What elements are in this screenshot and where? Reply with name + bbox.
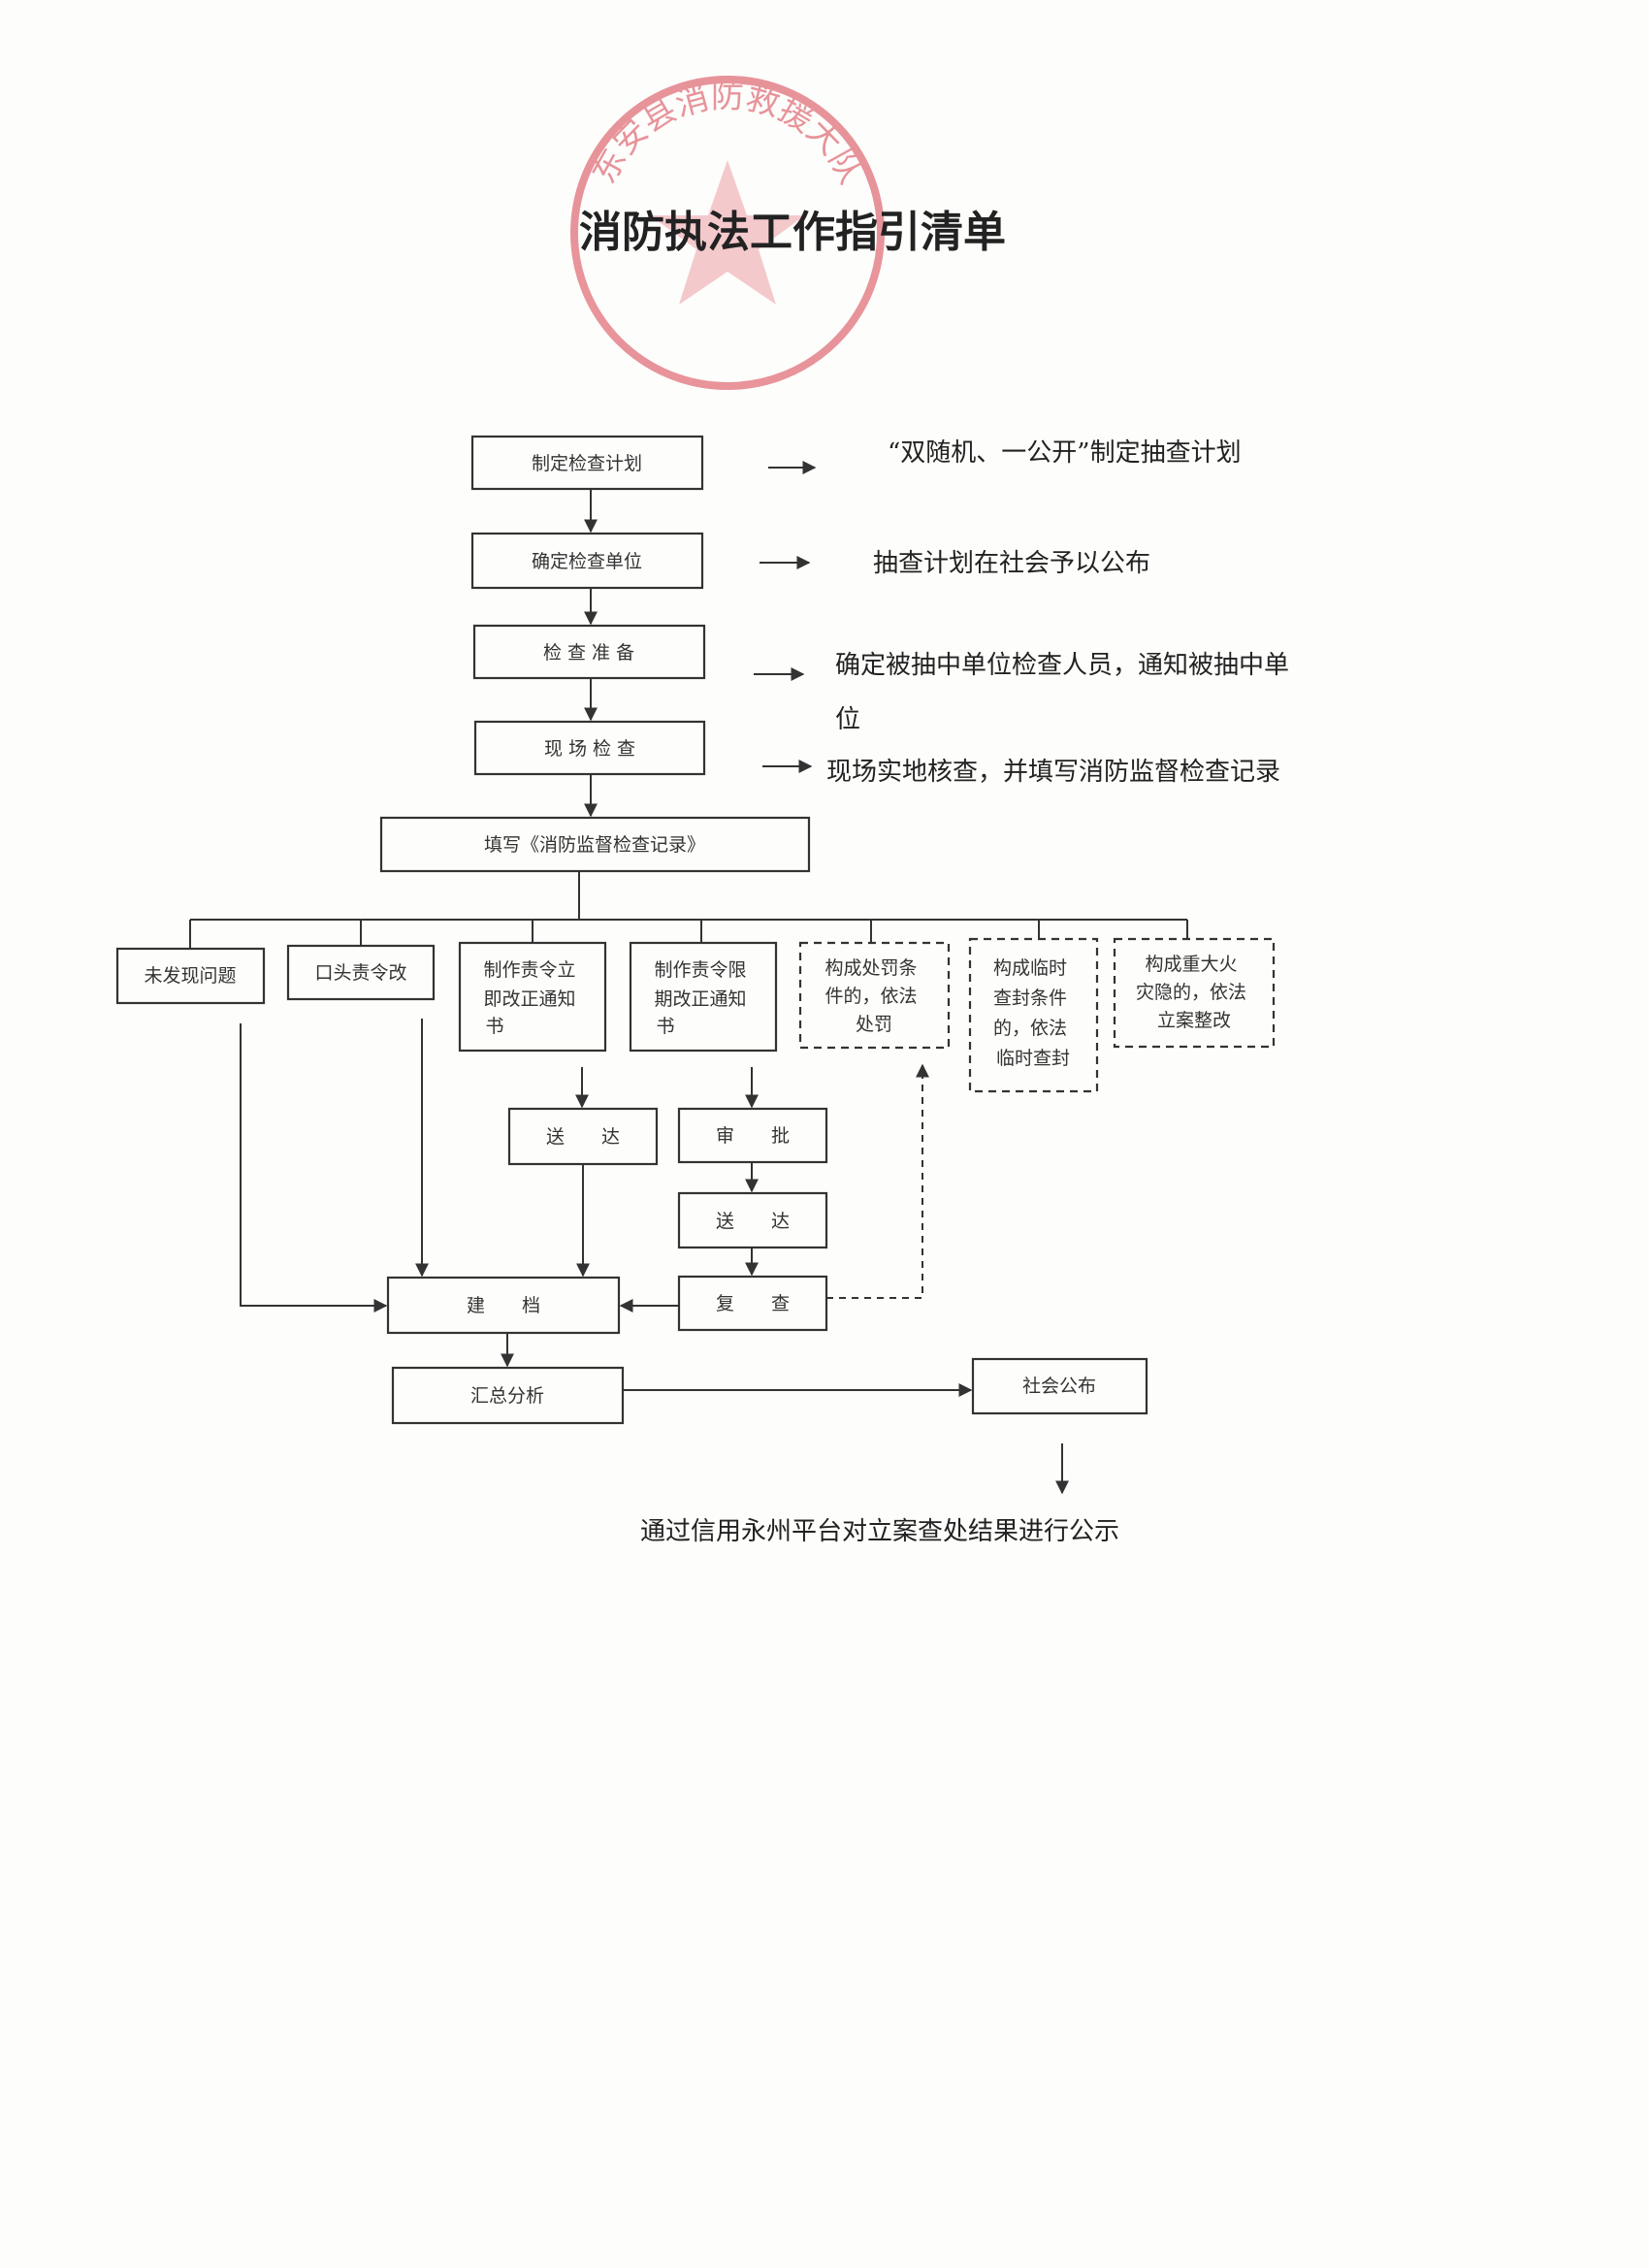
branch-major-box: [1113, 937, 1276, 1049]
flow-archive: 建 档: [467, 1295, 540, 1316]
branch-immediate: 制作责令立 即改正通知 书: [483, 959, 581, 1037]
step-record-box: [379, 816, 811, 873]
archive-box: [386, 1276, 621, 1335]
branch-oral-box: [286, 944, 436, 1001]
flow-recheck: 复 查: [716, 1293, 790, 1314]
step-unit-box: [470, 532, 704, 590]
branch-seal: 构成临时 查封条件 的，依法 临时查封: [993, 957, 1073, 1069]
step-record: 填写《消防监督检查记录》: [484, 834, 705, 856]
step-plan: 制定检查计划: [532, 453, 642, 474]
note-plan: “双随机、一公开”制定抽查计划: [888, 438, 1242, 468]
step-plan-box: [470, 435, 704, 491]
note-prepare-line1: 确定被抽中单位检查人员，通知被抽中单: [835, 651, 1289, 680]
step-onsite: 现 场 检 查: [544, 738, 635, 760]
branch-immediate-box: [458, 941, 607, 1053]
publish-box: [971, 1357, 1148, 1415]
flow-connectors: [240, 1019, 1069, 1495]
main-connectors: [189, 489, 1188, 949]
step-unit: 确定检查单位: [532, 551, 642, 572]
branch-none: 未发现问题: [144, 965, 236, 987]
flow-deliver2: 送 达: [716, 1211, 790, 1232]
flow-publish: 社会公布: [1022, 1376, 1096, 1397]
note-unit: 抽查计划在社会予以公布: [873, 549, 1150, 578]
summary-box: [391, 1366, 625, 1425]
step-prepare-box: [472, 624, 706, 680]
branch-none-box: [115, 947, 266, 1005]
branch-penalty: 构成处罚条 件的，依法 处罚: [824, 957, 922, 1035]
flow-summary: 汇总分析: [470, 1385, 544, 1407]
footer-note: 通过信用永州平台对立案查处结果进行公示: [640, 1517, 1119, 1546]
note-prepare-line2: 位: [835, 705, 860, 734]
flow-deliver1: 送 达: [546, 1126, 620, 1148]
branch-deadline-box: [629, 941, 778, 1053]
notes: “双随机、一公开”制定抽查计划 抽查计划在社会予以公布 确定被抽中单位检查人员，…: [754, 438, 1289, 787]
branch-major: 构成重大火 灾隐的，依法 立案整改: [1136, 954, 1252, 1031]
branch-deadline: 制作责令限 期改正通知 书: [654, 959, 752, 1037]
recheck-box: [677, 1275, 828, 1332]
branch-oral: 口头责令改: [314, 962, 406, 984]
flow-approve: 审 批: [716, 1125, 790, 1147]
branch-seal-box: [968, 937, 1099, 1093]
branch-penalty-box: [798, 941, 951, 1050]
step-prepare: 检 查 准 备: [543, 642, 634, 664]
page-title: 消防执法工作指引清单: [579, 208, 1006, 257]
note-onsite: 现场实地核查，并填写消防监督检查记录: [826, 758, 1280, 787]
